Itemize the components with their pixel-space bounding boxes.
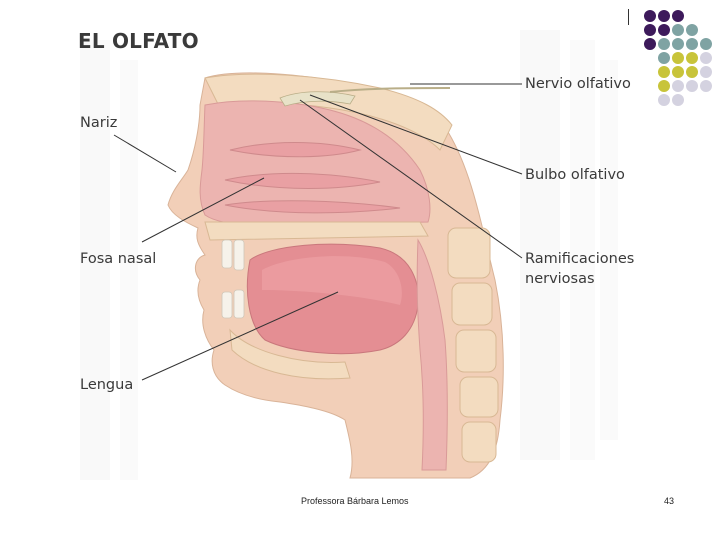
- slide-title: EL OLFATO: [78, 29, 199, 53]
- dots-row-4: [658, 52, 712, 64]
- label-lengua: Lengua: [80, 376, 133, 395]
- decorative-dot-grid: [620, 8, 720, 118]
- label-nervio-olfativo: Nervio olfativo: [525, 75, 631, 94]
- dots-row-2: [644, 24, 698, 36]
- label-ramificaciones: Ramificaciones: [525, 250, 634, 269]
- dots-row-5: [658, 66, 712, 78]
- label-bulbo-olfativo: Bulbo olfativo: [525, 166, 625, 185]
- label-nerviosas: nerviosas: [525, 270, 595, 289]
- dots-row-7: [658, 94, 684, 106]
- label-nariz: Nariz: [80, 114, 117, 133]
- footer-page-number: 43: [664, 496, 674, 506]
- dots-row-1: [644, 10, 684, 22]
- dots-row-6: [658, 80, 712, 92]
- dots-row-3: [644, 38, 712, 50]
- footer-author: Professora Bárbara Lemos: [301, 496, 409, 506]
- label-fosa-nasal: Fosa nasal: [80, 250, 156, 269]
